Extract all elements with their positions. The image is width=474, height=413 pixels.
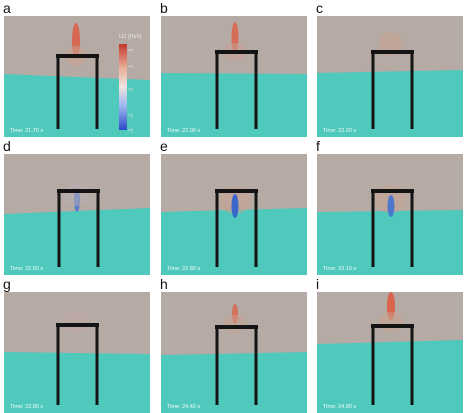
panel-label: b <box>160 0 168 16</box>
colorbar-tick: 0 <box>129 87 135 91</box>
simulation-frame: Time: 22.20 s <box>317 16 463 137</box>
simulation-image <box>317 154 463 275</box>
panel-d: d Time: 22.50 s <box>3 138 150 275</box>
simulation-image <box>4 292 150 413</box>
simulation-image <box>161 292 307 413</box>
colorbar-tick: -2 <box>129 113 135 119</box>
simulation-frame: Time: 23.80 s <box>4 292 150 413</box>
panel-label: h <box>160 276 168 292</box>
time-label: Time: 24.90 s <box>323 404 357 410</box>
panel-label: d <box>3 138 11 154</box>
panel-e: e Time: 22.80 s <box>160 138 307 275</box>
simulation-image <box>317 292 463 413</box>
simulation-frame: Time: 22.00 s <box>161 16 307 137</box>
colorbar: Uz (m/s) 3 2 0 -2 -3 <box>116 34 146 137</box>
time-label: Time: 23.10 s <box>323 266 357 272</box>
time-label: Time: 23.80 s <box>10 404 44 410</box>
panel-i: i Time: 24.90 s <box>316 276 463 413</box>
panel-label: i <box>316 276 320 292</box>
time-label: Time: 21.70 s <box>10 128 44 134</box>
panel-h: h Time: 24.40 s <box>160 276 307 413</box>
panel-b: b Time: 22.00 s <box>160 0 307 137</box>
simulation-image <box>161 16 307 137</box>
simulation-frame: Time: 23.10 s <box>317 154 463 275</box>
panel-g: g Time: 23.80 s <box>3 276 150 413</box>
time-label: Time: 22.20 s <box>323 128 357 134</box>
time-label: Time: 22.50 s <box>10 266 44 272</box>
panel-label: c <box>316 0 323 16</box>
panel-c: c Time: 22.20 s <box>316 0 463 137</box>
simulation-frame: Time: 24.90 s <box>317 292 463 413</box>
panel-label: g <box>3 276 11 292</box>
colorbar-tick: 2 <box>129 64 135 68</box>
panel-f: f Time: 23.10 s <box>316 138 463 275</box>
simulation-image <box>317 16 463 137</box>
colorbar-tick: -3 <box>129 128 135 134</box>
colorbar-tick: 3 <box>129 48 135 52</box>
simulation-frame: Time: 22.50 s <box>4 154 150 275</box>
panel-label: e <box>160 138 168 154</box>
panel-a: a Uz (m/s) <box>3 0 150 137</box>
simulation-frame: Uz (m/s) 3 2 0 -2 -3 Time: 21.70 <box>4 16 150 137</box>
time-label: Time: 22.80 s <box>167 266 201 272</box>
colorbar-title: Uz (m/s) <box>119 34 142 40</box>
time-label: Time: 22.00 s <box>167 128 201 134</box>
colorbar-gradient <box>119 44 127 130</box>
simulation-image <box>4 154 150 275</box>
panel-label: a <box>3 0 11 16</box>
simulation-frame: Time: 24.40 s <box>161 292 307 413</box>
panel-label: f <box>316 138 320 154</box>
simulation-image <box>161 154 307 275</box>
time-label: Time: 24.40 s <box>167 404 201 410</box>
simulation-frame: Time: 22.80 s <box>161 154 307 275</box>
